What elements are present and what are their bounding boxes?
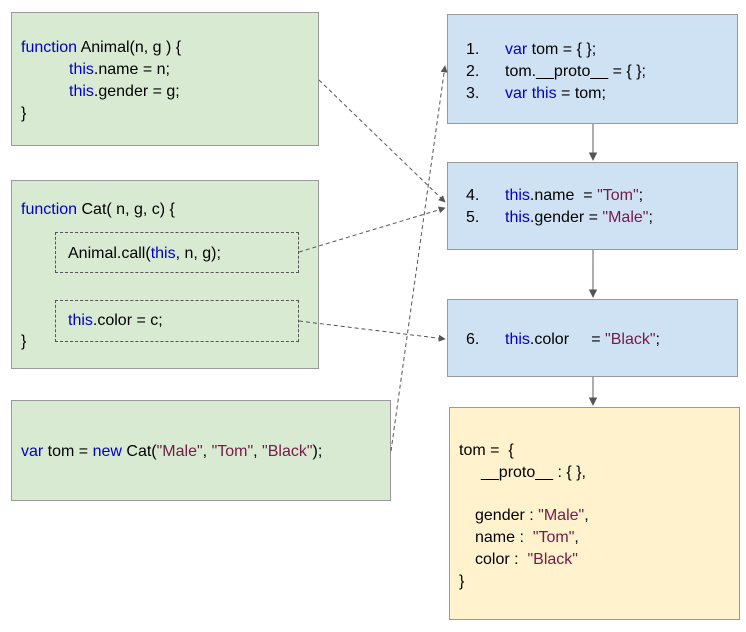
animal-line-4: } (21, 105, 27, 122)
animal-function-box: function Animal(n, g ) { this.name = n; … (11, 12, 319, 146)
arrow-animal-to-step2 (318, 79, 446, 203)
string-literal: "Black" (605, 331, 656, 348)
arrow-invocation-to-step1 (390, 65, 448, 452)
step-3-code: var this = tom; (505, 83, 606, 105)
step-box-2: 4. this.name = "Tom"; 5. this.gender = "… (447, 162, 738, 250)
step-5-code: this.gender = "Male"; (505, 207, 653, 229)
result-proto: __proto__ : { }, (481, 464, 586, 481)
code-text: Animal(n, g ) { (77, 39, 182, 56)
code-text: = tom; (556, 85, 606, 102)
step-3-number: 3. (466, 85, 480, 102)
color-assign-line: this.color = c; (68, 310, 163, 332)
arrow-color-to-step3 (298, 320, 446, 342)
keyword: function (21, 39, 78, 56)
keyword: this (505, 331, 530, 348)
code-text: Cat( n, g, c) { (77, 201, 175, 218)
code-text: color : (475, 551, 528, 568)
code-text: ; (655, 331, 660, 348)
step-2-code: tom.__proto__ = { }; (505, 63, 646, 80)
keyword: this (531, 85, 557, 102)
result-open: tom = { (459, 442, 514, 459)
animal-line-3: this.gender = g; (69, 81, 180, 103)
cat-line-1: function Cat( n, g, c) { (21, 199, 175, 221)
string-literal: "Male" (538, 507, 585, 524)
keyword: this (505, 209, 530, 226)
keyword: this (505, 187, 530, 204)
step-1-number: 1. (466, 41, 480, 58)
animal-call-line: Animal.call(this, n, g); (68, 243, 221, 265)
keyword: var (21, 443, 44, 460)
keyword: this (69, 83, 94, 100)
keyword: this (68, 312, 93, 329)
keyword: var (505, 85, 528, 102)
animal-line-1: function Animal(n, g ) { (21, 37, 181, 59)
result-gender: gender : "Male", (475, 505, 589, 527)
animal-line-2: this.name = n; (69, 59, 170, 81)
code-text: , (202, 443, 212, 460)
string-literal: "Tom" (597, 187, 639, 204)
code-text: , (574, 529, 579, 546)
keyword: var (505, 41, 528, 58)
step-6-number: 6. (466, 331, 480, 348)
invocation-box: var tom = new Cat("Male", "Tom", "Black"… (11, 400, 391, 501)
code-text: ; (638, 187, 644, 204)
step-4-number: 4. (466, 187, 480, 204)
code-text: gender : (475, 507, 539, 524)
code-text: , (584, 507, 589, 524)
code-text: .color = (529, 331, 606, 348)
code-text: .color = c; (92, 312, 163, 329)
string-literal: "Tom" (211, 443, 254, 460)
step-4-code: this.name = "Tom"; (505, 185, 643, 207)
code-text: .name = n; (93, 61, 170, 78)
result-object-box: tom = { __proto__ : { }, gender : "Male"… (449, 407, 740, 620)
string-literal: "Male" (156, 443, 203, 460)
invocation-line: var tom = new Cat("Male", "Tom", "Black"… (21, 441, 322, 463)
code-text: ); (312, 443, 323, 460)
result-color: color : "Black" (475, 549, 578, 571)
string-literal: "Tom" (532, 529, 575, 546)
step-box-3: 6. this.color = "Black"; (447, 299, 738, 377)
code-text: Animal.call( (68, 245, 151, 262)
cat-close: } (21, 333, 27, 350)
keyword: this (69, 61, 94, 78)
animal-call-box: Animal.call(this, n, g); (55, 232, 299, 273)
step-6-code: this.color = "Black"; (505, 329, 660, 351)
cat-function-box: function Cat( n, g, c) { } (11, 180, 319, 369)
color-assign-box: this.color = c; (55, 300, 299, 342)
code-text: tom = { }; (527, 41, 597, 58)
string-literal: "Male" (602, 209, 649, 226)
code-text: , (253, 443, 263, 460)
code-text: name : (475, 529, 533, 546)
string-literal: "Black" (262, 443, 313, 460)
result-name: name : "Tom", (475, 527, 579, 549)
result-close: } (459, 573, 465, 590)
step-1-code: var tom = { }; (505, 39, 596, 61)
code-text: tom = (43, 443, 93, 460)
step-5-number: 5. (466, 209, 480, 226)
code-text: .name = (529, 187, 598, 204)
string-literal: "Black" (527, 551, 578, 568)
keyword: function (21, 201, 78, 218)
code-text: , n, g); (175, 245, 221, 262)
code-text: .gender = g; (93, 83, 180, 100)
code-text: .gender = (529, 209, 603, 226)
code-text: Cat( (121, 443, 157, 460)
arrow-call-to-step2 (298, 206, 446, 253)
keyword: this (150, 245, 176, 262)
code-text: ; (648, 209, 653, 226)
step-box-1: 1. var tom = { }; 2. tom.__proto__ = { }… (447, 14, 738, 124)
keyword: new (92, 443, 122, 460)
step-2-number: 2. (466, 63, 480, 80)
